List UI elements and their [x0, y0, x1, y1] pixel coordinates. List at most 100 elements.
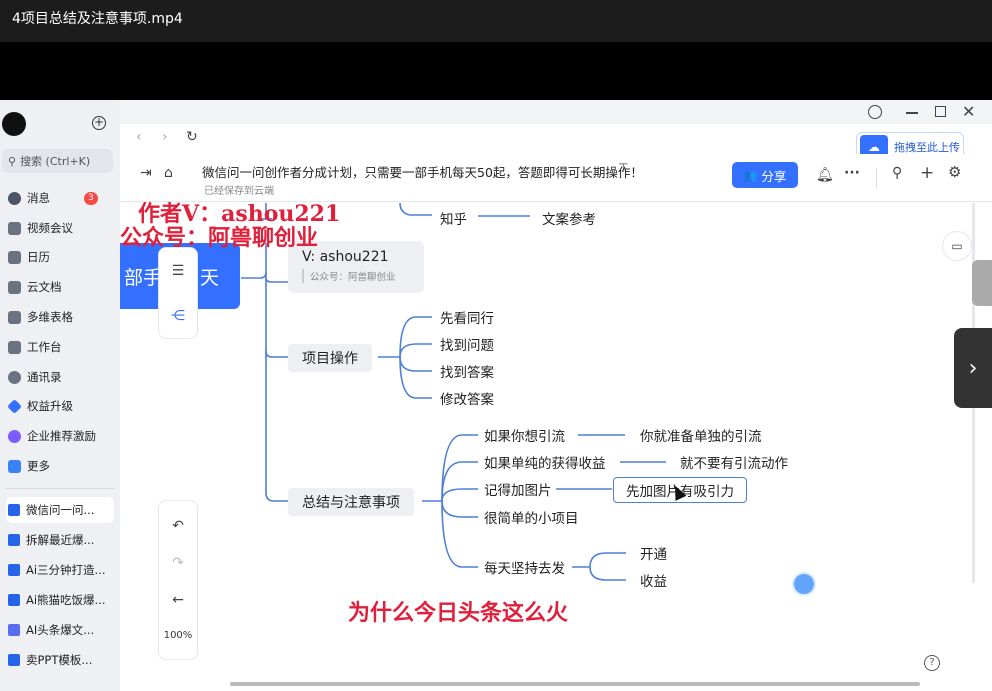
sidebar-item-label: 视频会议	[27, 221, 73, 235]
mindmap-node[interactable]: 就不要有引流动作	[680, 456, 788, 472]
comment-icon[interactable]: ▭	[942, 231, 972, 261]
avatar[interactable]	[2, 112, 26, 136]
mindmap-node[interactable]: 找到答案	[440, 365, 494, 381]
mindmap-connectors	[241, 203, 666, 581]
sidebar-item-contacts[interactable]: 通讯录	[6, 364, 114, 390]
list-icon[interactable]: ☰	[171, 262, 185, 279]
mindmap-node[interactable]: 找到问题	[440, 338, 494, 354]
search-icon: ⚲	[8, 154, 17, 168]
app-window: + ⚲ 搜索 (Ctrl+K) 消息 3 视频会议 日历 云文档 多维表格 工作台…	[0, 100, 992, 691]
more-icon[interactable]: ···	[844, 165, 860, 181]
undo-icon[interactable]: ↶	[172, 517, 184, 534]
watermark-wechat: 公众号：阿兽聊创业	[120, 225, 319, 251]
history-icon[interactable]	[868, 105, 882, 119]
video-icon	[8, 221, 21, 235]
contact-node[interactable]: V: ashou221 公众号：阿兽聊创业	[288, 241, 424, 293]
pin-icon[interactable]: ⊤	[618, 161, 629, 175]
history-panel: ↶ ↷ ← 100%	[158, 500, 198, 660]
doc-icon	[8, 280, 21, 294]
sidebar-doc-item[interactable]: Ai熊猫吃饭爆...	[6, 587, 114, 613]
sidebar-item-referral[interactable]: 企业推荐激励	[6, 423, 114, 449]
doc-icon	[8, 624, 20, 636]
sidebar-item-video-meeting[interactable]: 视频会议	[6, 215, 114, 241]
save-status: 已经保存到云端	[204, 186, 274, 197]
people-icon: 👥	[743, 168, 758, 182]
maximize-button[interactable]	[935, 106, 946, 117]
mindmap-node[interactable]: 你就准备单独的引流	[640, 429, 762, 445]
chat-icon	[8, 191, 21, 205]
redo-icon[interactable]: ↷	[172, 554, 184, 571]
doc-icon	[8, 564, 20, 576]
sidebar: + ⚲ 搜索 (Ctrl+K) 消息 3 视频会议 日历 云文档 多维表格 工作台…	[0, 100, 120, 691]
zoom-level[interactable]: 100%	[163, 630, 193, 642]
close-button[interactable]: ✕	[962, 102, 976, 121]
search-icon[interactable]: ⚲	[892, 165, 903, 181]
sidebar-item-messages[interactable]: 消息 3	[6, 185, 114, 211]
diamond-icon	[7, 398, 22, 414]
settings-icon[interactable]: ⚙	[948, 163, 962, 181]
help-icon[interactable]: ?	[924, 655, 940, 671]
sidebar-divider	[6, 488, 114, 489]
sidebar-item-label: 工作台	[27, 340, 62, 354]
mindmap-node[interactable]: 知乎	[440, 212, 467, 228]
contacts-icon	[8, 370, 21, 384]
sidebar-doc-item[interactable]: 拆解最近爆...	[6, 527, 114, 553]
mindmap-node[interactable]: 先看同行	[440, 311, 494, 327]
side-panel-handle[interactable]	[972, 260, 992, 306]
mindmap-node[interactable]: 开通	[640, 547, 667, 563]
mindmap-node[interactable]: 收益	[640, 574, 667, 590]
sidebar-item-more[interactable]: 更多	[6, 453, 114, 479]
mindmap-node-ops[interactable]: 项目操作	[288, 344, 372, 372]
sidebar-toggle-icon[interactable]: ⇥	[140, 165, 152, 181]
mindmap-node[interactable]: 记得加图片	[484, 483, 552, 499]
home-icon[interactable]: ⌂	[164, 165, 173, 181]
grid-icon	[8, 340, 21, 354]
share-button[interactable]: 👥 分享	[732, 162, 798, 188]
search-input[interactable]: ⚲ 搜索 (Ctrl+K)	[2, 149, 113, 173]
sidebar-doc-item[interactable]: AI头条爆文...	[6, 617, 114, 643]
add-icon[interactable]: +	[92, 115, 106, 130]
mindmap-node[interactable]: 如果单纯的获得收益	[484, 456, 606, 472]
watermark-bottom: 为什么今日头条这么火	[348, 600, 569, 626]
horizontal-scrollbar[interactable]	[230, 682, 920, 686]
sidebar-item-cloud-docs[interactable]: 云文档	[6, 274, 114, 300]
layout-icon[interactable]: ⋲	[171, 307, 185, 324]
sidebar-doc-item[interactable]: 微信问一问...	[6, 497, 114, 523]
mindmap-node[interactable]: 如果你想引流	[484, 429, 565, 445]
video-title: 4项目总结及注意事项.mp4	[12, 11, 183, 27]
mindmap-canvas[interactable]: 部手 天 知乎 文案参考 V: ashou221 公众号：阿兽聊创业 项目操作 …	[120, 203, 972, 691]
document-area: ‹ › ↻ ☁ 拖拽至此上传 ⇥ ⌂ 微信问一问创作者分成计划，只需要一部手机每…	[120, 124, 992, 691]
sidebar-item-upgrade[interactable]: 权益升级	[6, 393, 114, 419]
unread-badge: 3	[84, 191, 98, 205]
sidebar-item-workplace[interactable]: 工作台	[6, 334, 114, 360]
mindmap-node[interactable]: 很简单的小项目	[484, 511, 579, 527]
collapse-icon[interactable]: ←	[172, 592, 184, 609]
apps-icon	[8, 459, 21, 473]
minimize-button[interactable]	[906, 112, 918, 114]
plus-icon[interactable]: +	[920, 163, 935, 183]
sidebar-doc-item[interactable]: 卖PPT模板...	[6, 647, 114, 673]
mindmap-node[interactable]: 文案参考	[542, 212, 596, 228]
floating-widget[interactable]	[792, 572, 816, 596]
sidebar-doc-item[interactable]: Ai三分钟打造...	[6, 557, 114, 583]
search-placeholder: 搜索 (Ctrl+K)	[20, 155, 91, 168]
sidebar-item-label: 消息	[27, 191, 50, 205]
forward-icon[interactable]: ›	[162, 129, 168, 145]
watermark-author: 作者V：ashou221	[138, 201, 341, 227]
mindmap-node[interactable]: 每天坚持去发	[484, 561, 565, 577]
sidebar-item-label: 更多	[27, 459, 50, 473]
mindmap-node-summary[interactable]: 总结与注意事项	[288, 488, 414, 516]
doc-title: 微信问一问创作者分成计划，只需要一部手机每天50起，答题即得可长期操作！	[202, 165, 643, 180]
sidebar-item-label: 权益升级	[27, 399, 73, 413]
toolbar-divider	[876, 168, 877, 188]
next-page-button[interactable]: ›	[954, 328, 992, 408]
bell-icon[interactable]: 🔔︎	[816, 167, 834, 183]
mindmap-node-selected[interactable]: 先加图片有吸引力	[613, 477, 747, 503]
sidebar-item-calendar[interactable]: 日历	[6, 244, 114, 270]
refresh-icon[interactable]: ↻	[186, 129, 198, 145]
sidebar-item-base[interactable]: 多维表格	[6, 304, 114, 330]
referral-icon	[8, 429, 21, 443]
calendar-icon	[8, 250, 21, 264]
back-icon[interactable]: ‹	[136, 129, 142, 145]
mindmap-node[interactable]: 修改答案	[440, 392, 494, 408]
